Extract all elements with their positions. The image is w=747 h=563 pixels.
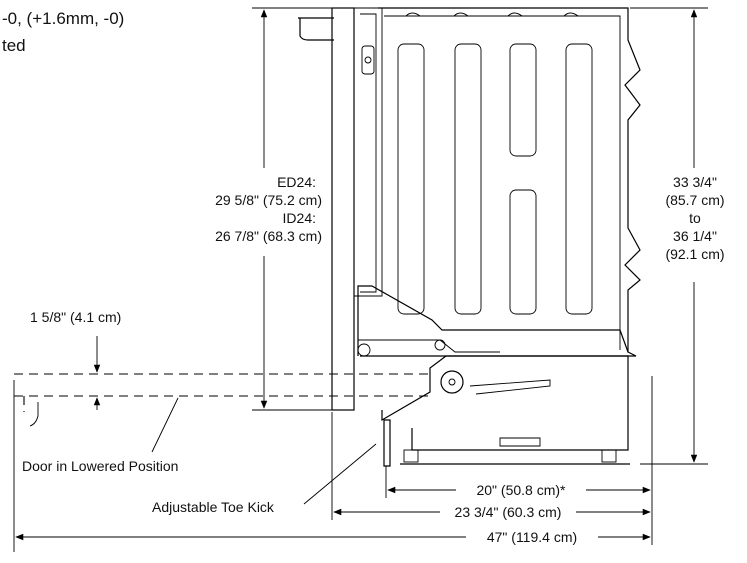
hinge-roller bbox=[434, 339, 446, 351]
tub-top-bumps bbox=[405, 12, 579, 17]
door-lowered-label: Door in Lowered Position bbox=[22, 458, 178, 474]
rack-panel-3-upper bbox=[509, 43, 537, 157]
header-note-line-2: ted bbox=[2, 36, 26, 55]
door-latch-pin bbox=[364, 56, 372, 64]
tub-outline bbox=[360, 7, 641, 357]
hinge-pivot bbox=[357, 343, 371, 357]
ed24-name-label: ED24: bbox=[277, 174, 316, 190]
overall-height-line-1: 33 3/4" bbox=[673, 174, 717, 190]
toe-kick-plate bbox=[383, 419, 391, 467]
toe-kick-leader bbox=[303, 443, 377, 505]
door-gap-label: 1 5/8" (4.1 cm) bbox=[30, 309, 121, 325]
door-lowered-position bbox=[14, 373, 430, 427]
door-handle bbox=[298, 17, 334, 41]
overall-height-line-5: (92.1 cm) bbox=[665, 246, 724, 262]
toe-kick-label: Adjustable Toe Kick bbox=[152, 499, 275, 515]
header-note-line-1: -0, (+1.6mm, -0) bbox=[2, 9, 124, 28]
hinge-arm bbox=[358, 339, 500, 353]
door-inner-frame bbox=[354, 7, 383, 297]
base-rail bbox=[469, 379, 551, 395]
tub-inner-outline bbox=[384, 15, 621, 350]
dishwasher-body bbox=[298, 7, 641, 467]
motor-pulley bbox=[440, 370, 464, 394]
base-frame bbox=[381, 355, 629, 451]
overall-height-line-3: to bbox=[689, 210, 701, 226]
rack-panel-2 bbox=[454, 43, 482, 315]
ed24-value-label: 29 5/8" (75.2 cm) bbox=[215, 192, 322, 208]
door-panel bbox=[331, 7, 355, 411]
front-foot bbox=[403, 449, 419, 463]
lowered-door-handle bbox=[29, 402, 39, 427]
id24-name-label: ID24: bbox=[283, 210, 316, 226]
overall-height-line-2: (85.7 cm) bbox=[665, 192, 724, 208]
door-lowered-leader bbox=[151, 397, 179, 453]
hinge-housing bbox=[357, 285, 629, 356]
rack-panel-1 bbox=[397, 43, 425, 315]
id24-value-label: 26 7/8" (68.3 cm) bbox=[215, 228, 322, 244]
base-slot bbox=[499, 437, 541, 447]
dimension-lines bbox=[13, 7, 708, 552]
dimension-labels: ED24: 29 5/8" (75.2 cm) ID24: 26 7/8" (6… bbox=[22, 174, 725, 545]
depth-23-label: 23 3/4" (60.3 cm) bbox=[455, 504, 562, 520]
depth-20-label: 20" (50.8 cm)* bbox=[476, 482, 566, 498]
rack-panel-3-lower bbox=[509, 189, 537, 315]
depth-47-label: 47" (119.4 cm) bbox=[487, 529, 577, 545]
rack-panel-4 bbox=[565, 43, 593, 315]
motor-pulley-center bbox=[448, 378, 456, 386]
door-inner-liner bbox=[360, 13, 377, 293]
door-latch bbox=[361, 45, 375, 75]
overall-height-line-4: 36 1/4" bbox=[673, 228, 717, 244]
rear-foot bbox=[601, 449, 617, 463]
